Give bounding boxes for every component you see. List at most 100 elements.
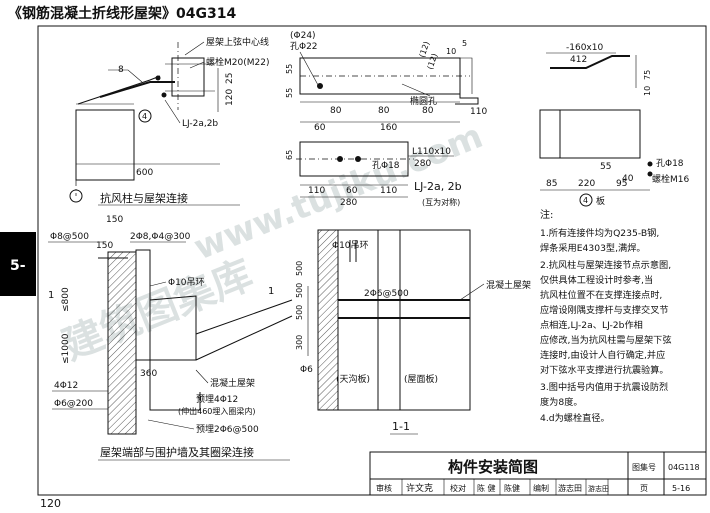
column-body bbox=[75, 109, 135, 181]
design-name: 游志田 bbox=[558, 483, 582, 493]
te-label-bars: 2Φ8,Φ4@300 bbox=[130, 232, 191, 242]
label-truss-centerline: 屋架上弦中心线 bbox=[206, 36, 269, 48]
te-label-phi8: Φ8@500 bbox=[50, 232, 89, 242]
te-label-phi6: Φ6@200 bbox=[54, 399, 93, 409]
review-label: 审核 bbox=[376, 483, 392, 493]
watermark-text: 建筑图集库 bbox=[57, 252, 260, 370]
dim-120: 120 bbox=[225, 89, 235, 106]
label-bolt: 螺栓M20(M22) bbox=[206, 56, 269, 68]
note-line: 仅供具体工程设计时参考,当 bbox=[540, 274, 653, 286]
sec-dim-500b: 500 bbox=[295, 283, 304, 298]
caption-wind-column: 抗风柱与屋架连接 bbox=[100, 191, 188, 205]
label-part-lj2: LJ-2a,2b bbox=[182, 119, 218, 129]
te-dim-150b: 150 bbox=[96, 241, 113, 251]
view-wind-column: 屋架上弦中心线 螺栓M20(M22) 8 4 LJ-2a,2b 120 25 6… bbox=[69, 36, 269, 206]
dim-110: 110 bbox=[470, 107, 487, 117]
te-label-pre2: 预埋2Φ6@500 bbox=[196, 424, 259, 435]
te-mark-1a: 1 bbox=[48, 290, 54, 301]
page-value: 5-16 bbox=[672, 484, 690, 493]
view-truss-end: Φ8@500 150 150 2Φ8,Φ4@300 Φ10吊环 ≤800 ≤10… bbox=[48, 215, 293, 461]
note-line: 3.图中括号内值用于抗震设防烈 bbox=[540, 381, 668, 393]
sec-label-phi6: Φ6 bbox=[300, 365, 313, 375]
dim-weld-10: 10 bbox=[446, 47, 456, 56]
dim-weld-12b: (12) bbox=[425, 52, 439, 71]
dim-160: 160 bbox=[380, 123, 397, 133]
bolt-block bbox=[171, 57, 205, 97]
page-header-title: 《钢筋混凝土折线形屋架》04G314 bbox=[8, 5, 236, 22]
side-tab-label: 5- bbox=[10, 258, 26, 274]
label-hole-d24: (Φ24) bbox=[290, 31, 316, 41]
plate-marker-4-label: 4 bbox=[583, 196, 588, 205]
sec-dim-500a: 500 bbox=[295, 305, 304, 320]
dim-80c: 80 bbox=[422, 106, 434, 116]
review-name: 许文克 bbox=[406, 482, 433, 494]
note-line: 1.所有连接件均为Q235-B钢, bbox=[540, 227, 659, 239]
view-bracket: (Φ24) 孔Φ22 55 55 5 (12) (12) 10 80 80 80… bbox=[285, 31, 487, 208]
sec-region-gutter: (天沟板) bbox=[336, 373, 370, 385]
check-name: 陈 健 bbox=[477, 483, 496, 493]
te-label-pre4: 预埋4Φ12 bbox=[196, 394, 238, 405]
sec-label-truss: 混凝土屋架 bbox=[486, 279, 531, 291]
dim-65: 65 bbox=[285, 150, 294, 160]
check-label: 校对 bbox=[450, 483, 466, 493]
label-plate-bolt: 螺栓M16 bbox=[652, 173, 689, 185]
note-line: 度为8度。 bbox=[540, 396, 583, 408]
te-label-pre-note: (伸出460埋入圈梁内) bbox=[178, 406, 256, 416]
te-label-ring: Φ10吊环 bbox=[168, 277, 205, 288]
label-angle-L110: L110x10 bbox=[412, 147, 451, 157]
note-line: 应增设刚隅支撑杆与支撑交叉节 bbox=[540, 304, 669, 316]
page-label: 页 bbox=[640, 484, 648, 493]
dim-40: 40 bbox=[622, 174, 634, 184]
plate-marker-4 bbox=[579, 193, 593, 207]
dim-60b: 60 bbox=[346, 186, 358, 196]
te-dim-150a: 150 bbox=[106, 215, 123, 225]
dim-60: 60 bbox=[314, 123, 326, 133]
view-plate: -160x10 412 75 10 55 40 孔Φ18 螺栓M16 85 22… bbox=[539, 43, 689, 207]
te-mark-1b: 1 bbox=[268, 286, 274, 297]
sec-caption: 1-1 bbox=[392, 420, 410, 433]
note-line: 应修改,当为抗风柱需与屋架下弦 bbox=[540, 334, 672, 346]
dim-55p: 55 bbox=[600, 162, 611, 172]
atlas-value: 04G118 bbox=[668, 463, 700, 472]
title-block: 构件安装简图 图集号 04G118 审核 许文克 校对 陈 健 陈健 编制 游志… bbox=[369, 451, 707, 496]
note-line: 4.d为螺栓直径。 bbox=[540, 412, 610, 424]
part-lj2: LJ-2a, 2b bbox=[414, 180, 462, 193]
dim-280b: 280 bbox=[340, 198, 357, 208]
dim-10: 10 bbox=[643, 86, 652, 96]
label-plate-hole: 孔Φ18 bbox=[656, 158, 684, 169]
detail-marker-4 bbox=[138, 109, 152, 123]
te-label-truss: 混凝土屋架 bbox=[210, 377, 255, 389]
dim-25: 25 bbox=[225, 73, 235, 84]
te-caption: 屋架端部与围护墙及其圈梁连接 bbox=[100, 445, 254, 459]
notes-block: 注: 1.所有连接件均为Q235-B钢, 焊条采用E4303型,满焊。 2.抗风… bbox=[540, 208, 672, 424]
dim-80a: 80 bbox=[330, 106, 342, 116]
sec-label-ring: Φ10吊环 bbox=[332, 240, 369, 251]
te-label-le1000: ≤1000 bbox=[61, 333, 71, 364]
detail-marker-4-label: 4 bbox=[142, 112, 147, 121]
note-line: 对下弦水平支撑进行抗震验算。 bbox=[540, 364, 669, 376]
page-number: 120 bbox=[40, 497, 61, 510]
te-label-4phi12: 4Φ12 bbox=[54, 381, 78, 391]
note-line: 焊条采用E4303型,满焊。 bbox=[540, 242, 646, 254]
plate-side bbox=[539, 109, 641, 159]
title-block-title: 构件安装简图 bbox=[448, 458, 538, 476]
note-line: 连接时,由设计人自行确定,并应 bbox=[540, 349, 665, 361]
check-signature: 陈健 bbox=[504, 483, 520, 493]
design-label: 编制 bbox=[533, 483, 549, 493]
axis-bubble bbox=[69, 189, 83, 203]
part-note-symmetric: (互为对称) bbox=[422, 197, 460, 207]
dim-600: 600 bbox=[136, 168, 153, 178]
dim-80b: 80 bbox=[378, 106, 390, 116]
dim-95: 95 bbox=[616, 179, 627, 189]
side-tab bbox=[0, 232, 36, 296]
dim-280: 280 bbox=[414, 159, 431, 169]
dim-220: 220 bbox=[578, 179, 595, 189]
dim-55b: 55 bbox=[285, 88, 294, 98]
te-label-le800: ≤800 bbox=[61, 287, 71, 312]
sec-region-roof: (屋面板) bbox=[404, 373, 438, 385]
dim-5: 5 bbox=[462, 39, 467, 48]
te-label-360: 360 bbox=[140, 369, 157, 379]
dim-85: 85 bbox=[546, 179, 557, 189]
dim-110b: 110 bbox=[380, 186, 397, 196]
